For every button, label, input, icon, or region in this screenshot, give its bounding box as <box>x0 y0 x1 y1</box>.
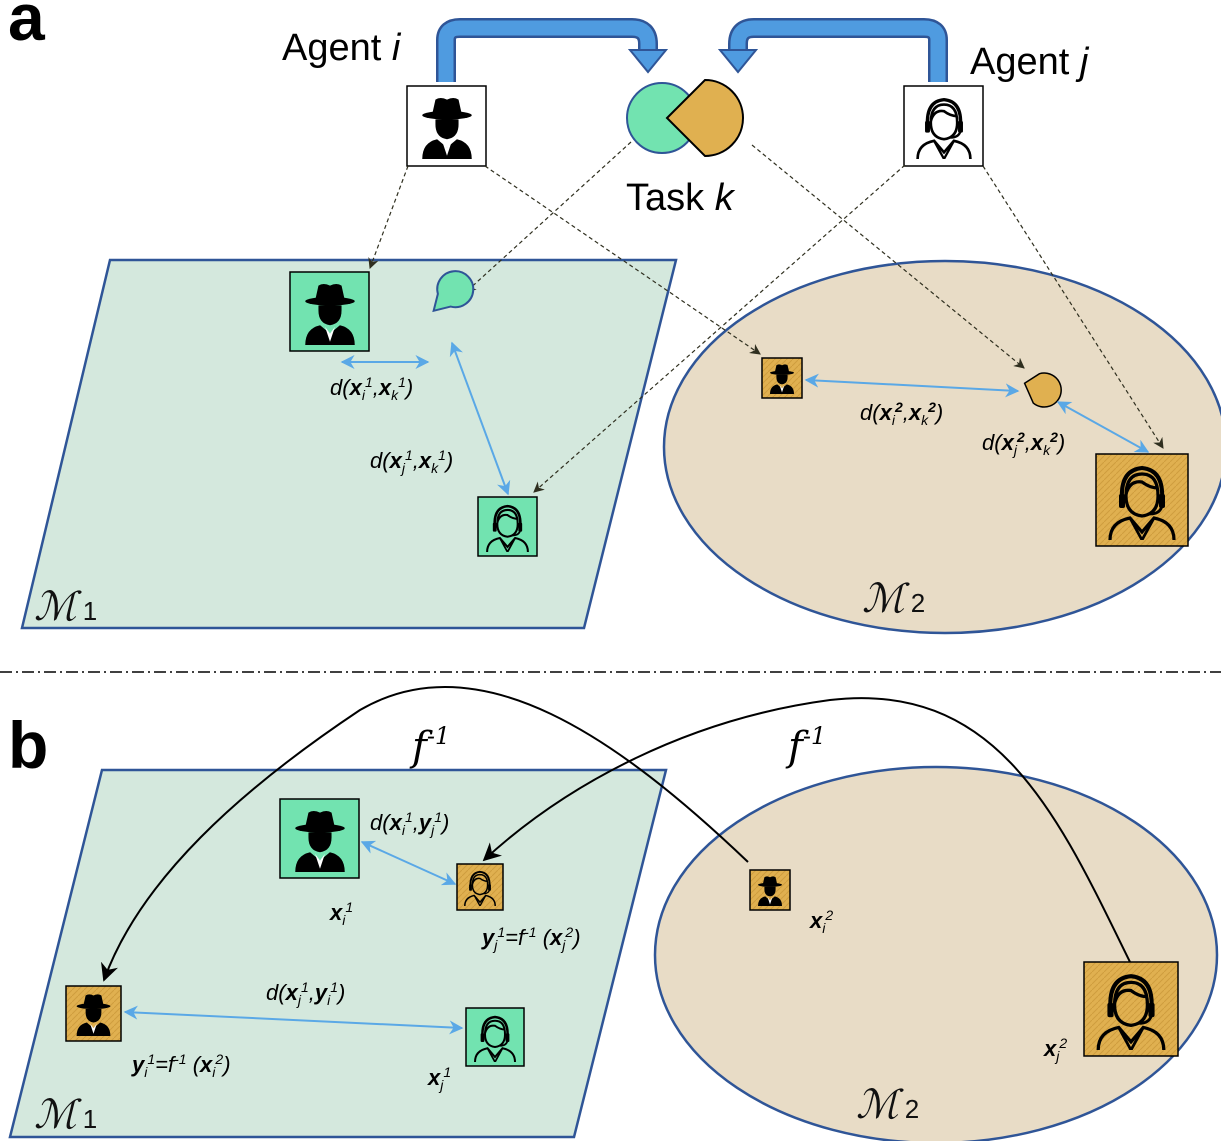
label-d-xi2-xk2: d(xi2,xk2) <box>860 399 943 428</box>
support-m2-b <box>1083 961 1179 1057</box>
label-d-xj1-yi1: d(xj1,yi1) <box>266 979 345 1008</box>
task-teardrop-icon <box>665 78 744 158</box>
label-yj1-eq: yj1=f-1 (xj2) <box>481 924 581 953</box>
spy-orange-m1-b <box>65 985 122 1042</box>
flow-arrow-j-head <box>717 49 759 74</box>
flow-arrow-i <box>438 20 656 82</box>
label-f-inv-right: f-1 <box>785 722 826 770</box>
task-teardrop-small-icon <box>1023 372 1062 408</box>
distance-arrow-xj2-xk2 <box>1056 401 1150 453</box>
agent-i-label: Agent i <box>282 27 402 69</box>
task-k-label: Task k <box>626 177 736 219</box>
distance-arrow-xi2-xk2 <box>804 373 1020 398</box>
flow-arrow-i-outline <box>436 18 658 82</box>
spy-m1-a <box>289 271 370 352</box>
spy-m2-a <box>761 357 803 399</box>
spy-m1-b <box>279 798 360 879</box>
task-pacman-icon <box>432 270 475 313</box>
support-orange-m1-b <box>456 863 504 911</box>
label-f-inv-left: f-1 <box>409 722 450 770</box>
distance-arrow-xj1-xk1 <box>449 341 511 496</box>
distance-arrow-xj1-yi1 <box>123 1005 464 1035</box>
agent-i-box <box>406 85 487 167</box>
agent-j-box <box>903 85 984 167</box>
flow-arrow-j-outline <box>728 18 948 82</box>
label-xj2: xj2 <box>1043 1035 1067 1064</box>
flow-arrow-i-head <box>627 49 669 74</box>
spy-m2-b <box>749 869 791 911</box>
projection-lines <box>368 141 1164 493</box>
manifold-m2-b <box>653 765 1219 1141</box>
label-xi2: xi2 <box>809 907 833 936</box>
panel-label-a: a <box>8 0 46 54</box>
panel-label-b: b <box>8 708 48 782</box>
label-yi1-eq: yi1=f-1 (xi2) <box>131 1051 231 1080</box>
label-xi1: xi1 <box>329 899 353 928</box>
support-green-m1-b <box>465 1007 525 1067</box>
agent-j-label: Agent j <box>970 41 1090 83</box>
distance-arrow-xi1-yj1 <box>360 840 457 886</box>
label-xj1: xj1 <box>427 1064 451 1093</box>
mapping-arrow-spy <box>101 685 749 982</box>
task-k-shape <box>626 78 744 158</box>
mapping-arrow-agent <box>482 697 1131 963</box>
support-m2-a <box>1095 453 1189 547</box>
support-m1-a <box>477 496 538 557</box>
manifold-m2-a <box>662 259 1221 635</box>
flow-arrow-j <box>730 20 946 82</box>
